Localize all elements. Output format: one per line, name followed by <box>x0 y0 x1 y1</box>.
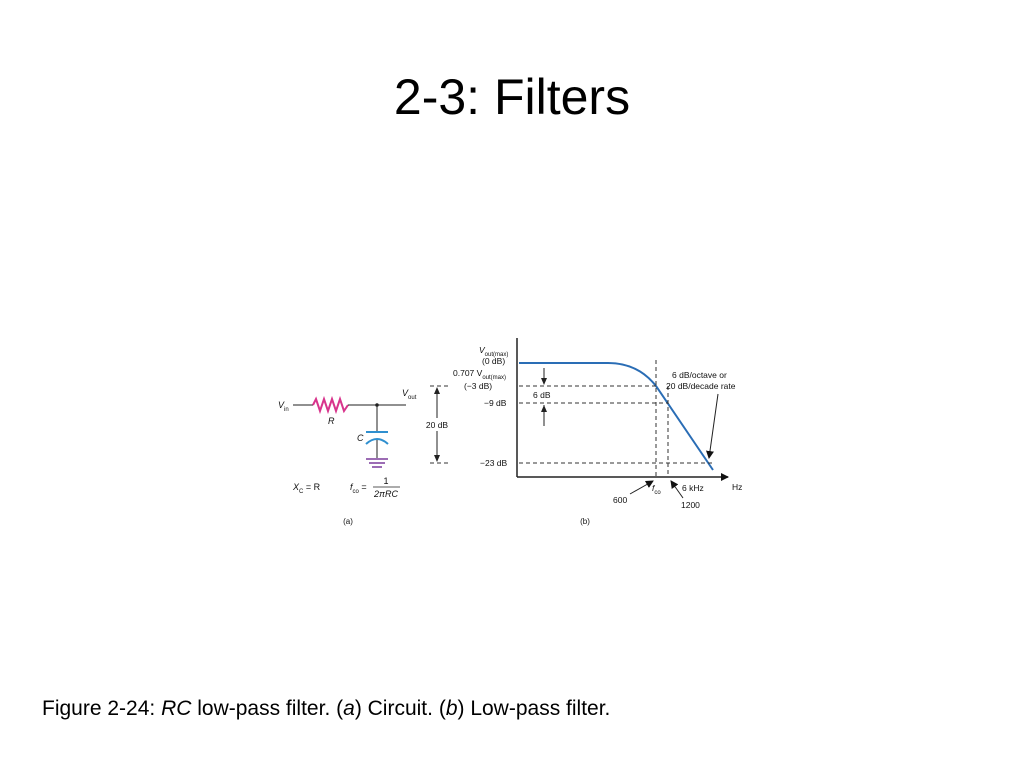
caption-rc: RC <box>161 697 192 720</box>
fco-numerator: 1 <box>383 476 388 486</box>
ground-symbol <box>366 458 388 468</box>
resistor-symbol <box>312 395 349 415</box>
six-db-arrowhead-lower <box>541 405 547 412</box>
six-db-label: 6 dB <box>533 390 551 400</box>
rate-label-line1: 6 dB/octave or <box>672 370 727 380</box>
rate-label-line2: 20 dB/decade rate <box>666 381 736 391</box>
minus9-db-label: −9 dB <box>484 398 507 408</box>
reference-lines <box>430 360 712 477</box>
slide-title: 2-3: Filters <box>393 69 631 125</box>
vout-label: Vout <box>402 388 417 401</box>
six-db-arrowhead-upper <box>541 378 547 385</box>
tick-1200-pointer <box>670 480 684 499</box>
twenty-db-label-bg <box>421 418 453 431</box>
fco-denominator: 2πRC <box>373 489 399 499</box>
twenty-db-label: 20 dB <box>426 420 449 430</box>
xc-equation: XC = R <box>292 482 321 495</box>
figure-caption: Figure 2-24: RC low-pass filter. (a) Cir… <box>42 694 610 724</box>
tick-600-label: 600 <box>613 495 627 505</box>
twenty-db-arrow-top <box>434 387 440 394</box>
circuit-diagram: Vin R Vout C XC = R fco = 1 2πRC (a) <box>278 388 417 526</box>
rate-pointer <box>706 393 719 459</box>
zero-db-label: (0 dB) <box>482 356 505 366</box>
tick-6khz-label: 6 kHz <box>682 483 704 493</box>
frequency-response-plot: 20 dB 6 dB Vout(max) (0 dB) 0.707 Vout(m… <box>421 338 742 526</box>
minus3-db-label: (−3 dB) <box>464 381 492 391</box>
fco-tick-label: fco <box>652 483 661 496</box>
capacitor-plate-bottom <box>365 438 389 445</box>
minus23-db-label: −23 dB <box>480 458 508 468</box>
caption-b: b <box>445 697 458 720</box>
caption-text-1: low-pass filter. ( <box>191 697 344 720</box>
v707-label: 0.707 Vout(max) <box>453 368 506 381</box>
twenty-db-arrow-bottom <box>434 455 440 462</box>
vin-label: Vin <box>278 400 289 413</box>
hz-axis-label: Hz <box>732 482 742 492</box>
tick-600-pointer <box>629 480 654 495</box>
resistor-label: R <box>328 416 335 426</box>
circuit-panel-label: (a) <box>343 517 353 526</box>
response-panel-label: (b) <box>580 517 590 526</box>
fco-equation: fco = <box>350 482 367 495</box>
tick-1200-label: 1200 <box>681 500 700 510</box>
caption-a: a <box>343 697 355 720</box>
caption-text-3: ) Low-pass filter. <box>457 697 611 720</box>
capacitor-label: C <box>357 433 364 443</box>
vout-max-label: Vout(max) <box>479 345 508 358</box>
caption-prefix: Figure 2-24: <box>42 697 162 720</box>
caption-text-2: ) Circuit. ( <box>354 697 446 720</box>
